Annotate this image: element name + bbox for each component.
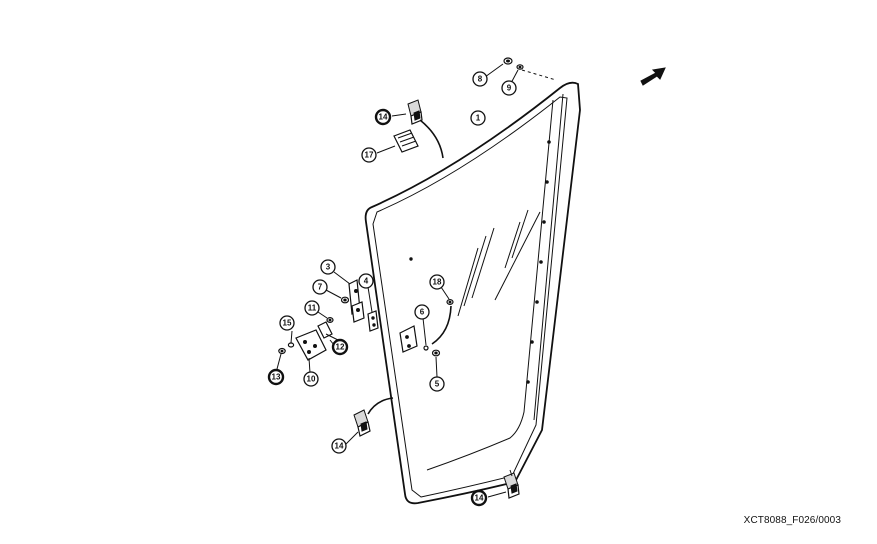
svg-text:10: 10 xyxy=(307,375,316,384)
screw-13 xyxy=(278,347,286,355)
washer-11 xyxy=(326,317,334,324)
bolt-8 xyxy=(503,57,513,65)
pin-6 xyxy=(423,345,429,351)
callout-6: 6 xyxy=(414,304,430,320)
hinge-plate-10 xyxy=(295,329,327,361)
svg-text:9: 9 xyxy=(507,84,512,93)
callout-14-left: 14 xyxy=(331,438,347,454)
svg-text:4: 4 xyxy=(364,277,369,286)
svg-text:14: 14 xyxy=(335,442,344,451)
callout-9: 9 xyxy=(501,80,517,96)
spacer-plate-4 xyxy=(367,310,379,332)
nut-7 xyxy=(340,296,350,304)
latch-clip-left xyxy=(353,409,371,437)
callout-7: 7 xyxy=(312,279,328,295)
callout-17: 17 xyxy=(361,147,377,163)
callout-12: 12 xyxy=(331,338,349,356)
bolt-18 xyxy=(446,299,454,306)
bolt-12 xyxy=(317,321,339,341)
svg-text:17: 17 xyxy=(365,151,374,160)
figure-reference: XCT8088_F026/0003 xyxy=(743,515,841,526)
svg-text:8: 8 xyxy=(478,75,483,84)
arrow-icon xyxy=(640,67,666,86)
seal-strip-17 xyxy=(393,129,419,153)
callout-14-bottom: 14 xyxy=(470,489,488,507)
latch-clip-bottom xyxy=(503,472,520,499)
svg-text:7: 7 xyxy=(318,283,323,292)
svg-text:12: 12 xyxy=(336,343,345,352)
callout-8: 8 xyxy=(472,71,488,87)
door-glass-panel xyxy=(364,81,581,505)
svg-text:14: 14 xyxy=(475,494,484,503)
svg-text:18: 18 xyxy=(433,278,442,287)
callout-15: 15 xyxy=(279,315,295,331)
callout-11: 11 xyxy=(304,300,320,316)
svg-text:11: 11 xyxy=(308,304,317,313)
svg-text:5: 5 xyxy=(435,380,440,389)
callout-3: 3 xyxy=(320,259,336,275)
svg-text:13: 13 xyxy=(272,373,281,382)
hinge-bracket-3 xyxy=(348,279,365,323)
svg-text:6: 6 xyxy=(420,308,425,317)
callout-4: 4 xyxy=(358,273,374,289)
latch-clip-top xyxy=(407,99,423,125)
washer-15 xyxy=(287,342,295,348)
washer-9 xyxy=(516,64,524,70)
nut-5 xyxy=(431,349,441,357)
callout-1: 1 xyxy=(470,110,486,126)
svg-text:14: 14 xyxy=(379,113,388,122)
callout-10: 10 xyxy=(303,371,319,387)
callout-13: 13 xyxy=(267,368,285,386)
fastener-leader xyxy=(521,69,557,81)
callout-18: 18 xyxy=(429,274,445,290)
svg-text:1: 1 xyxy=(476,114,481,123)
svg-text:15: 15 xyxy=(283,319,292,328)
svg-text:3: 3 xyxy=(326,263,331,272)
callout-5: 5 xyxy=(429,376,445,392)
callout-14-top: 14 xyxy=(374,108,392,126)
